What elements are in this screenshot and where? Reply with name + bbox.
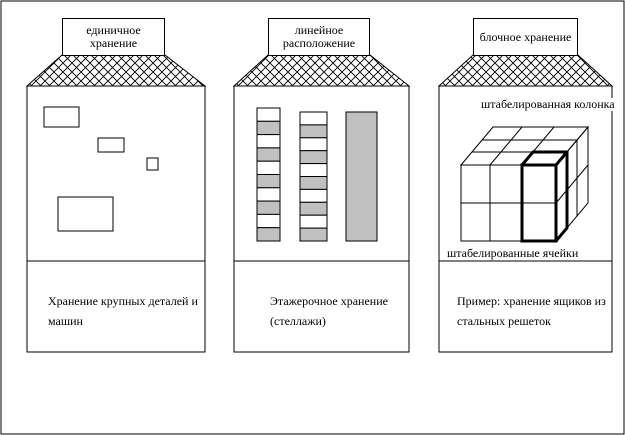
shelf-compartment bbox=[256, 120, 281, 136]
shelf-rack-solid bbox=[345, 111, 378, 242]
shelf-rack-middle bbox=[299, 111, 328, 242]
shelf-compartment bbox=[256, 134, 281, 149]
panel-body bbox=[26, 85, 206, 353]
panel-1-title: единичное хранение bbox=[62, 18, 165, 56]
panel-3-description: Пример: хранение ящиков из стальных реше… bbox=[457, 294, 606, 328]
shelf-compartment bbox=[299, 188, 328, 203]
panel-block-storage bbox=[437, 54, 614, 353]
panel-linear-storage bbox=[232, 54, 411, 353]
shelf-compartment bbox=[299, 227, 328, 242]
roof-hatched bbox=[437, 54, 614, 87]
panel-single-storage bbox=[25, 54, 207, 353]
shelf-compartment bbox=[299, 124, 328, 139]
shelf-compartment bbox=[299, 201, 328, 216]
shelf-compartment bbox=[299, 137, 328, 152]
shelf-compartment bbox=[299, 111, 328, 126]
shelf-compartment bbox=[256, 227, 281, 242]
shelf-compartment bbox=[256, 107, 281, 122]
panel-1-description: Хранение крупных деталей и машин bbox=[48, 294, 198, 328]
large-part-box bbox=[97, 137, 125, 153]
large-part-box bbox=[146, 157, 159, 171]
panel-2-description: Этажерочное хранение (стеллажи) bbox=[270, 294, 388, 328]
shelf-compartment bbox=[299, 176, 328, 190]
large-part-box bbox=[57, 196, 114, 232]
highlighted-stacked-column bbox=[520, 150, 569, 243]
shelf-compartment bbox=[256, 160, 281, 175]
shelf-compartment bbox=[299, 163, 328, 178]
stacked-column-label: штабелированная колонка bbox=[481, 97, 615, 111]
panel-2-title: линейное расположение bbox=[268, 18, 370, 56]
roof-hatched bbox=[25, 54, 207, 87]
shelf-compartment bbox=[256, 213, 281, 229]
roof-hatched bbox=[232, 54, 411, 87]
shelf-compartment bbox=[256, 187, 281, 202]
panel-3-title: блочное хранение bbox=[473, 18, 578, 56]
shelf-compartment bbox=[256, 147, 281, 162]
shelf-compartment bbox=[299, 214, 328, 229]
shelf-compartment bbox=[256, 200, 281, 215]
panel-body bbox=[438, 85, 613, 353]
large-part-box bbox=[43, 106, 80, 128]
shelf-rack-left bbox=[256, 107, 281, 242]
shelf-compartment bbox=[256, 174, 281, 189]
shelf-compartment bbox=[299, 150, 328, 165]
stacked-cells-label: штабелированные ячейки bbox=[447, 246, 579, 260]
